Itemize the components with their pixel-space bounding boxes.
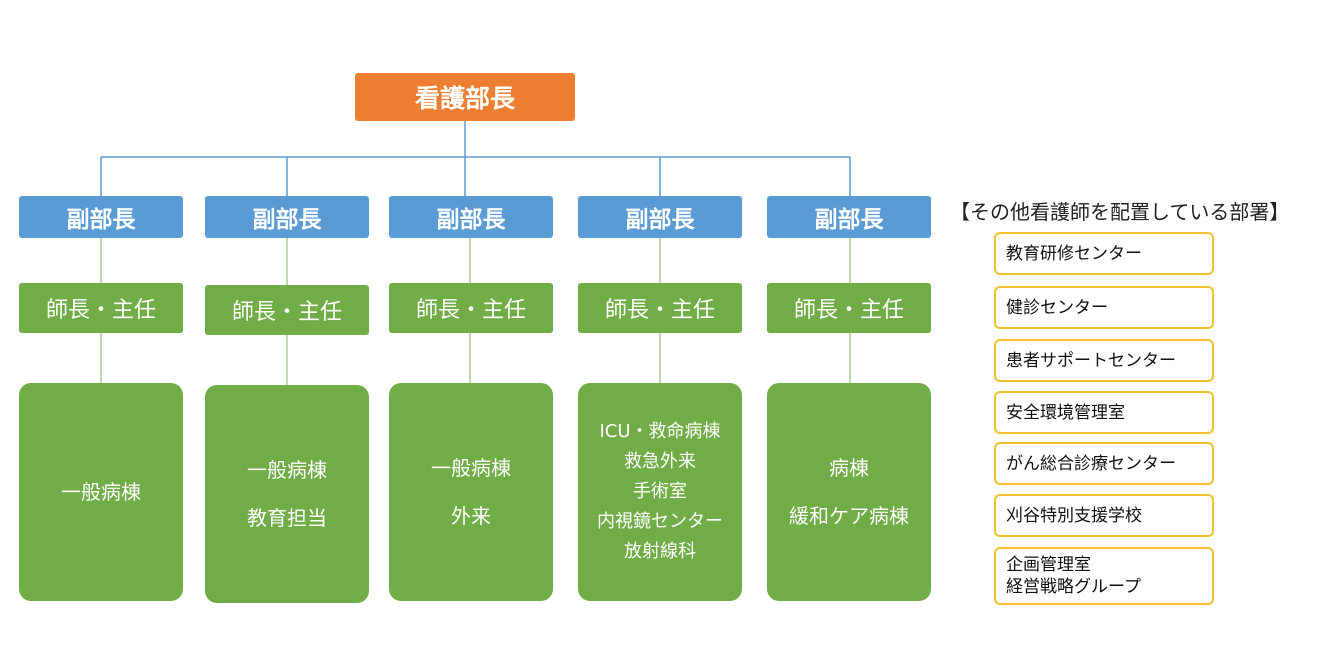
ward-label: 教育担当 xyxy=(247,506,327,530)
ward-label: 一般病棟 xyxy=(431,456,511,480)
ward-label: 一般病棟 xyxy=(247,458,327,482)
ward-box-2: 一般病棟 教育担当 xyxy=(205,385,369,603)
department-label: 企画管理室 xyxy=(1006,555,1091,575)
department-box: 教育研修センター xyxy=(994,232,1214,275)
department-label: 教育研修センター xyxy=(1006,243,1142,264)
department-box: がん総合診療センター xyxy=(994,442,1214,485)
chief-box-1: 師長・主任 xyxy=(19,283,183,333)
department-box: 安全環境管理室 xyxy=(994,391,1214,434)
department-box: 患者サポートセンター xyxy=(994,339,1214,382)
department-label: 患者サポートセンター xyxy=(1006,350,1176,371)
department-label: がん総合診療センター xyxy=(1006,453,1176,474)
vice-director-box-5: 副部長 xyxy=(767,196,931,238)
department-box: 刈谷特別支援学校 xyxy=(994,494,1214,537)
ward-label: 内視鏡センター xyxy=(597,511,723,532)
department-label: 経営戦略グループ xyxy=(1006,577,1141,597)
ward-label: 救急外来 xyxy=(624,451,696,472)
vice-director-box-2: 副部長 xyxy=(205,196,369,238)
head-nurse-box: 看護部長 xyxy=(355,73,575,121)
ward-label: 一般病棟 xyxy=(61,480,141,504)
other-departments-title: 【その他看護師を配置している部署】 xyxy=(950,200,1290,224)
ward-box-5: 病棟 緩和ケア病棟 xyxy=(767,383,931,601)
department-box: 企画管理室 経営戦略グループ xyxy=(994,547,1214,605)
chief-box-3: 師長・主任 xyxy=(389,283,553,333)
chief-box-2: 師長・主任 xyxy=(205,285,369,335)
ward-label: 外来 xyxy=(451,504,491,528)
ward-label: 緩和ケア病棟 xyxy=(789,504,909,528)
department-label: 刈谷特別支援学校 xyxy=(1006,505,1142,526)
ward-label: 病棟 xyxy=(829,456,869,480)
vice-director-box-1: 副部長 xyxy=(19,196,183,238)
department-box: 健診センター xyxy=(994,286,1214,329)
ward-label: 放射線科 xyxy=(624,541,696,562)
ward-box-3: 一般病棟 外来 xyxy=(389,383,553,601)
ward-label: ICU・救命病棟 xyxy=(599,421,721,442)
ward-label: 手術室 xyxy=(633,481,687,502)
department-label: 健診センター xyxy=(1006,297,1108,318)
ward-box-4: ICU・救命病棟 救急外来 手術室 内視鏡センター 放射線科 xyxy=(578,383,742,601)
vice-director-box-4: 副部長 xyxy=(578,196,742,238)
department-label: 安全環境管理室 xyxy=(1006,402,1125,423)
ward-box-1: 一般病棟 xyxy=(19,383,183,601)
chief-box-5: 師長・主任 xyxy=(767,283,931,333)
vice-director-box-3: 副部長 xyxy=(389,196,553,238)
chief-box-4: 師長・主任 xyxy=(578,283,742,333)
